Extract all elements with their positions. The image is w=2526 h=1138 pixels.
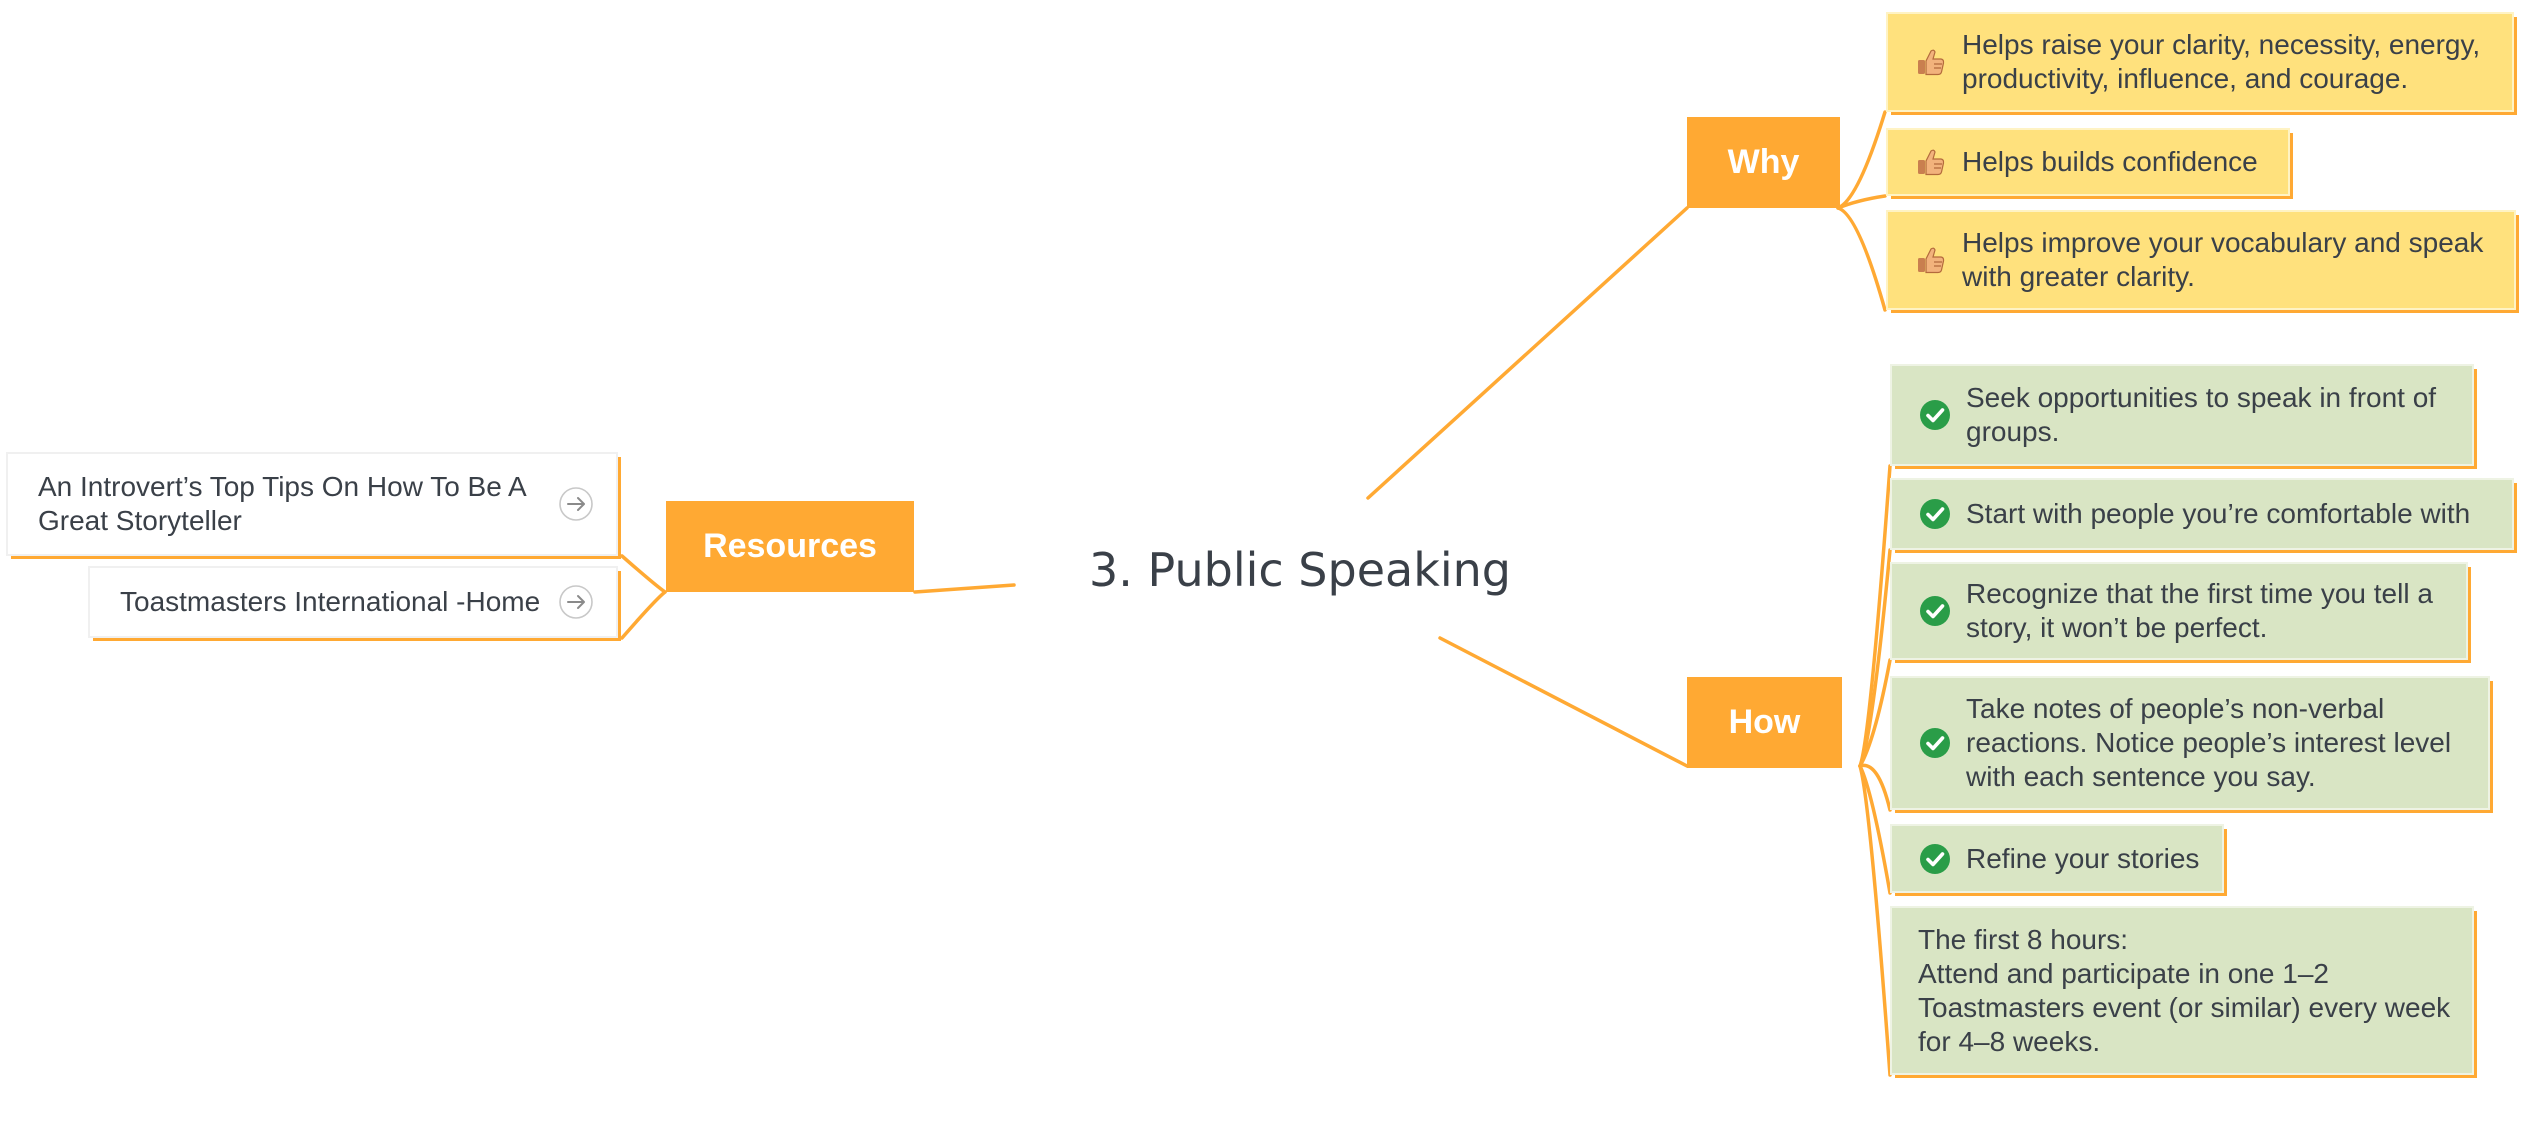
why-card-2[interactable]: Helps builds confidence	[1886, 128, 2290, 196]
branch-why[interactable]: Why	[1687, 117, 1840, 208]
resource-link-1[interactable]: An Introvert’s Top Tips On How To Be A G…	[6, 452, 618, 556]
arrow-right-circle-icon[interactable]	[558, 584, 594, 620]
resource-link-1-text: An Introvert’s Top Tips On How To Be A G…	[38, 471, 526, 536]
connector-resources-2	[620, 590, 667, 640]
central-topic[interactable]: 3. Public Speaking	[1089, 543, 1511, 597]
how-card-1[interactable]: Seek opportunities to speak in front of …	[1890, 364, 2474, 466]
why-card-1-text: Helps raise your clarity, necessity, ene…	[1962, 29, 2481, 94]
connector-why-2	[1836, 194, 1887, 210]
how-card-6-heading: The first 8 hours:	[1918, 923, 2129, 955]
thumbs-up-icon	[1914, 243, 1948, 277]
why-card-3[interactable]: Helps improve your vocabulary and speak …	[1886, 210, 2516, 310]
how-card-4[interactable]: Take notes of people’s non-verbal reacti…	[1890, 676, 2490, 810]
connector-why-1	[1836, 110, 1887, 210]
resource-link-2-text: Toastmasters International -Home	[120, 586, 541, 617]
connector-why-3	[1836, 206, 1887, 312]
check-icon	[1918, 594, 1952, 628]
check-icon	[1918, 842, 1952, 876]
connector-how-3	[1858, 658, 1892, 768]
thumbs-up-icon	[1914, 45, 1948, 79]
how-card-6[interactable]: The first 8 hours: Attend and participat…	[1890, 906, 2474, 1075]
branch-how[interactable]: How	[1687, 677, 1842, 768]
how-card-5[interactable]: Refine your stories	[1890, 824, 2224, 893]
connector-how-6	[1858, 764, 1892, 1077]
branch-resources[interactable]: Resources	[666, 501, 914, 592]
why-card-1[interactable]: Helps raise your clarity, necessity, ene…	[1886, 12, 2514, 112]
connector-central-why	[1366, 206, 1689, 500]
how-card-2[interactable]: Start with people you’re comfortable wit…	[1890, 478, 2514, 550]
connector-central-how	[1438, 636, 1689, 768]
how-card-4-text: Take notes of people’s non-verbal reacti…	[1966, 693, 2452, 792]
how-card-2-text: Start with people you’re comfortable wit…	[1966, 498, 2471, 529]
how-card-3-text: Recognize that the first time you tell a…	[1966, 578, 2433, 643]
why-card-3-text: Helps improve your vocabulary and speak …	[1962, 227, 2484, 292]
connector-how-4	[1858, 763, 1892, 812]
how-card-5-text: Refine your stories	[1966, 842, 2200, 874]
thumbs-up-icon	[1914, 145, 1948, 179]
check-icon	[1918, 398, 1952, 432]
how-card-6-text: Attend and participate in one 1–2 Toastm…	[1918, 957, 2451, 1057]
check-icon	[1918, 726, 1952, 760]
check-icon	[1918, 497, 1952, 531]
how-card-1-text: Seek opportunities to speak in front of …	[1966, 382, 2437, 447]
resource-link-2[interactable]: Toastmasters International -Home	[88, 566, 618, 638]
arrow-right-circle-icon[interactable]	[558, 486, 594, 522]
why-card-2-text: Helps builds confidence	[1962, 146, 2258, 177]
connector-central-resources	[913, 583, 1016, 594]
how-card-3[interactable]: Recognize that the first time you tell a…	[1890, 562, 2468, 660]
connector-resources-1	[620, 554, 667, 594]
